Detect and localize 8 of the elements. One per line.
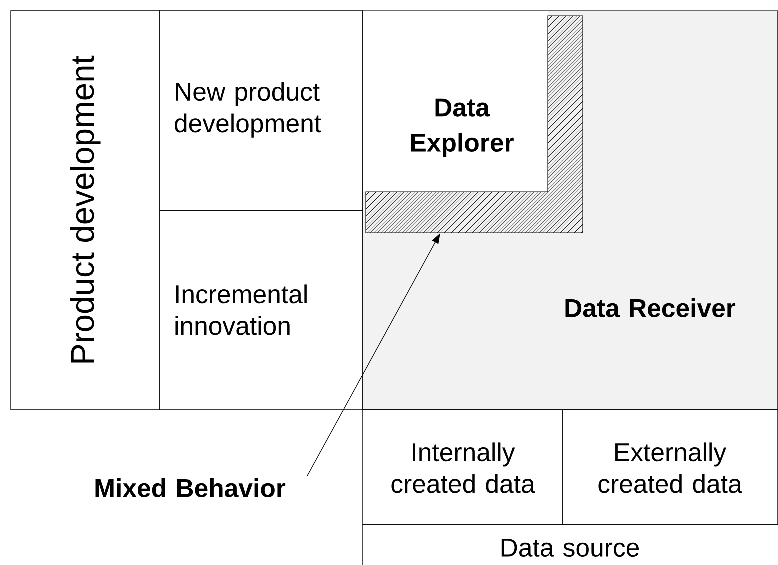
table-cell: Externally created data	[562, 410, 778, 526]
node-label: Data Explorer	[411, 98, 514, 158]
axis-label: Data source	[362, 524, 778, 565]
callout-label: Mixed Behavior	[96, 478, 286, 498]
table-cell: Internally created data	[362, 410, 564, 526]
hatched-region	[366, 16, 584, 234]
table-cell: Product development	[10, 10, 160, 410]
quadrant-region: Data Explorer	[364, 12, 548, 192]
